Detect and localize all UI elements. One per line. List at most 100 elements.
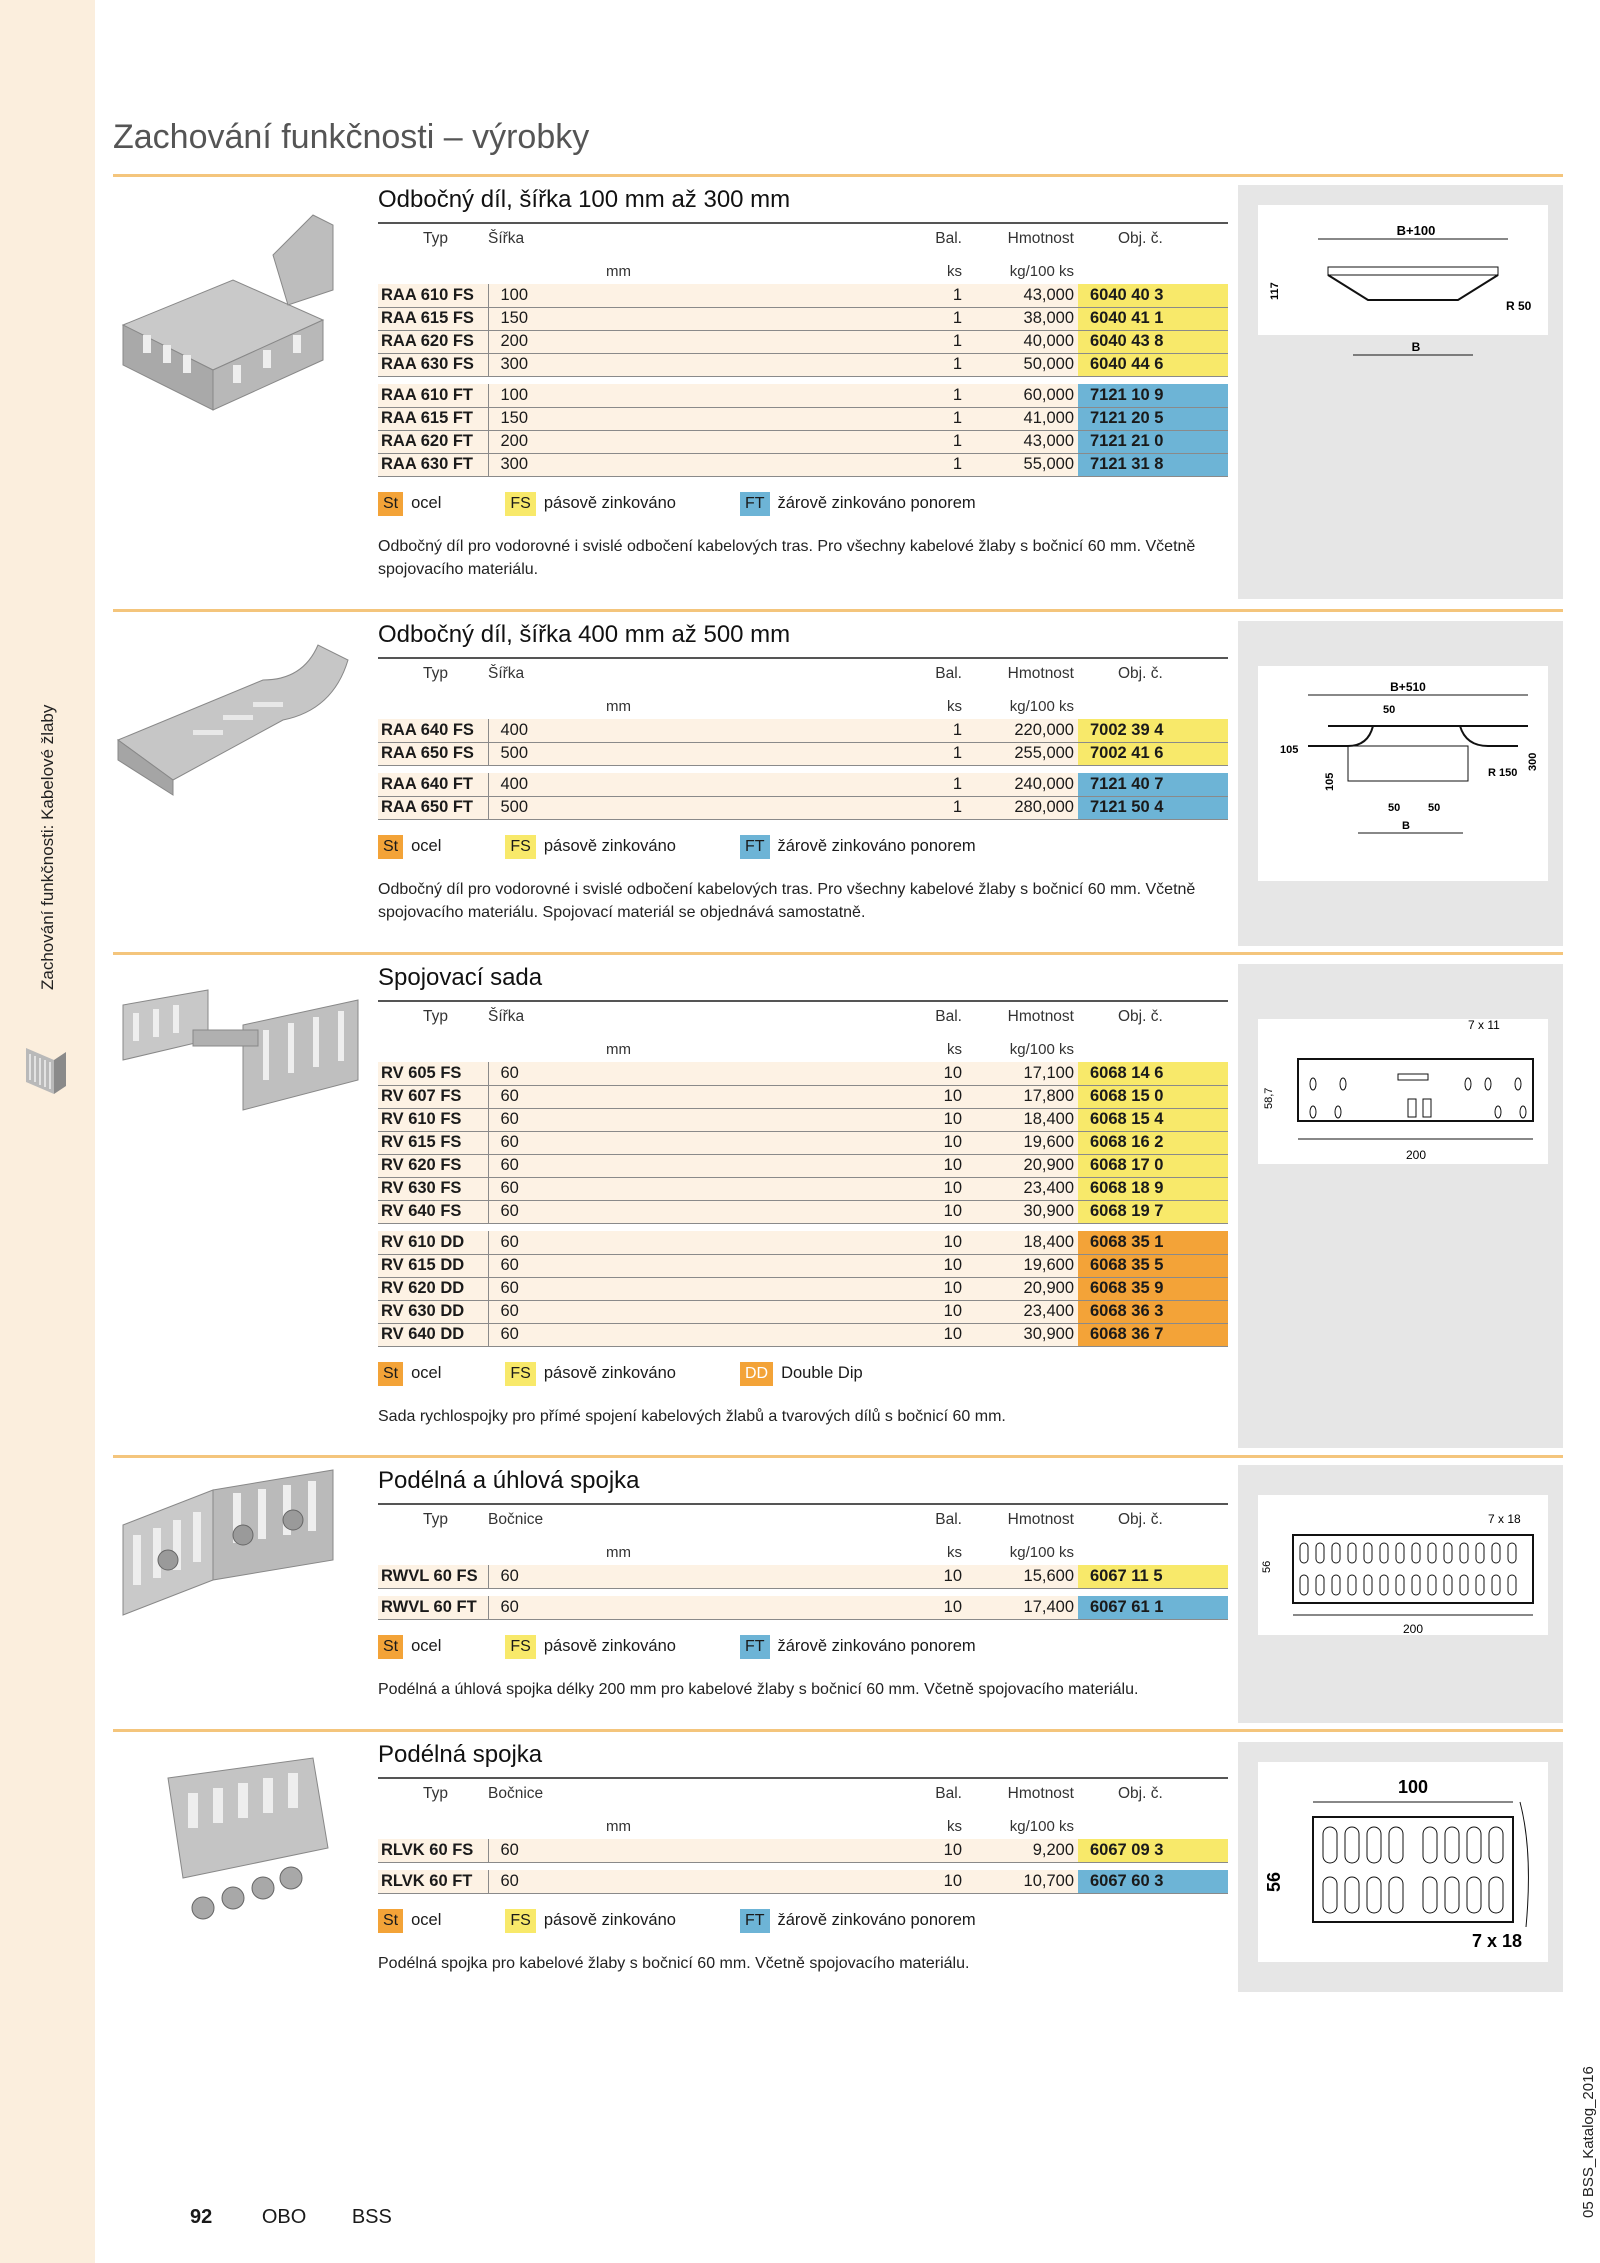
cell-typ: RWVL 60 FT [378,1596,489,1620]
section-title: Odbočný díl, šířka 100 mm až 300 mm [378,180,1228,224]
cell-second: 60 [488,1062,888,1086]
page-title: Zachování funkčnosti – výrobky [113,118,590,156]
section-title: Podélná a úhlová spojka [378,1461,1228,1505]
dim-label: 200 [1406,1148,1426,1162]
legend-badge: St [378,1361,404,1386]
cell-hm: 55,000 [978,453,1078,477]
section-title: Podélná spojka [378,1735,1228,1779]
header-obj: Obj. č. [1118,230,1163,247]
section-description: Podélná spojka pro kabelové žlaby s bočn… [378,1954,970,1972]
dim-label: 7 x 18 [1488,1512,1521,1526]
cell-obj: 7121 21 0 [1078,430,1228,454]
cell-typ: RV 620 FS [378,1154,489,1178]
cell-second: 100 [488,284,888,308]
dim-label: 50 [1388,802,1400,814]
side-section-label: Zachování funkčnosti: Kabelové žlaby [38,704,57,990]
footer-brand: OBO [261,2206,307,2228]
dim-label: 50 [1428,802,1440,814]
legend-text: pásově zinkováno [543,1911,676,1929]
cell-obj: 6040 44 6 [1078,353,1228,377]
cell-bal: 1 [888,796,978,820]
dim-label: B [1402,820,1410,832]
cell-obj: 6068 15 0 [1078,1085,1228,1109]
legend-text: ocel [411,1637,442,1655]
legend-text: žárově zinkováno ponorem [777,494,976,512]
cell-bal: 1 [888,773,978,797]
cell-second: 400 [488,773,888,797]
cell-bal: 10 [888,1277,978,1301]
legend-text: žárově zinkováno ponorem [777,1911,976,1929]
cell-typ: RAA 630 FT [378,453,489,477]
cell-typ: RAA 610 FS [378,284,489,308]
cell-hm: 19,600 [978,1254,1078,1278]
cell-bal: 1 [888,353,978,377]
dim-label: B+100 [1397,223,1436,238]
cell-second: 60 [488,1565,888,1589]
cell-bal: 1 [888,719,978,743]
cell-obj: 7002 39 4 [1078,719,1228,743]
dim-label: 58,7 [1263,1088,1275,1109]
cell-hm: 17,800 [978,1085,1078,1109]
cell-obj: 7121 10 9 [1078,384,1228,408]
section-description: Sada rychlospojky pro přímé spojení kabe… [378,1407,1006,1425]
group-gap [378,376,1228,384]
cell-typ: RAA 615 FS [378,307,489,331]
legend-badge: St [378,834,404,859]
cell-second: 300 [488,353,888,377]
cable-tray-logo-icon [26,1048,66,1094]
section-divider [113,1729,1563,1732]
group-gap [378,1588,1228,1596]
legend-badge: St [378,1634,404,1659]
unit-second: mm [606,1041,631,1058]
cell-typ: RAA 620 FT [378,430,489,454]
dim-label: 105 [1280,744,1298,756]
cell-hm: 280,000 [978,796,1078,820]
dim-label: B [1412,340,1421,354]
legend-badge: FS [505,1634,536,1659]
technical-drawing-1: B+100 117 R 50 B [1238,185,1563,599]
cell-hm: 43,000 [978,430,1078,454]
cell-hm: 30,900 [978,1323,1078,1347]
product-image-longitudinal-angle-coupler [122,1469,334,1616]
cell-hm: 255,000 [978,742,1078,766]
cell-bal: 1 [888,284,978,308]
technical-drawing-4: 7 x 18 56 200 [1238,1465,1563,1723]
cell-second: 60 [488,1254,888,1278]
cell-typ: RAA 650 FS [378,742,489,766]
header-obj: Obj. č. [1118,1511,1163,1528]
legend-badge: St [378,491,404,516]
cell-typ: RLVK 60 FS [378,1839,489,1863]
cell-typ: RAA 640 FT [378,773,489,797]
cell-obj: 7002 41 6 [1078,742,1228,766]
legend-text: Double Dip [781,1364,863,1382]
dim-label: 300 [1527,753,1539,771]
cell-typ: RAA 615 FT [378,407,489,431]
cell-typ: RV 615 DD [378,1254,489,1278]
header-obj: Obj. č. [1118,1785,1163,1802]
cell-typ: RV 630 DD [378,1300,489,1324]
legend-text: ocel [411,494,442,512]
cell-second: 60 [488,1131,888,1155]
header-bal: Bal. [935,1785,962,1802]
